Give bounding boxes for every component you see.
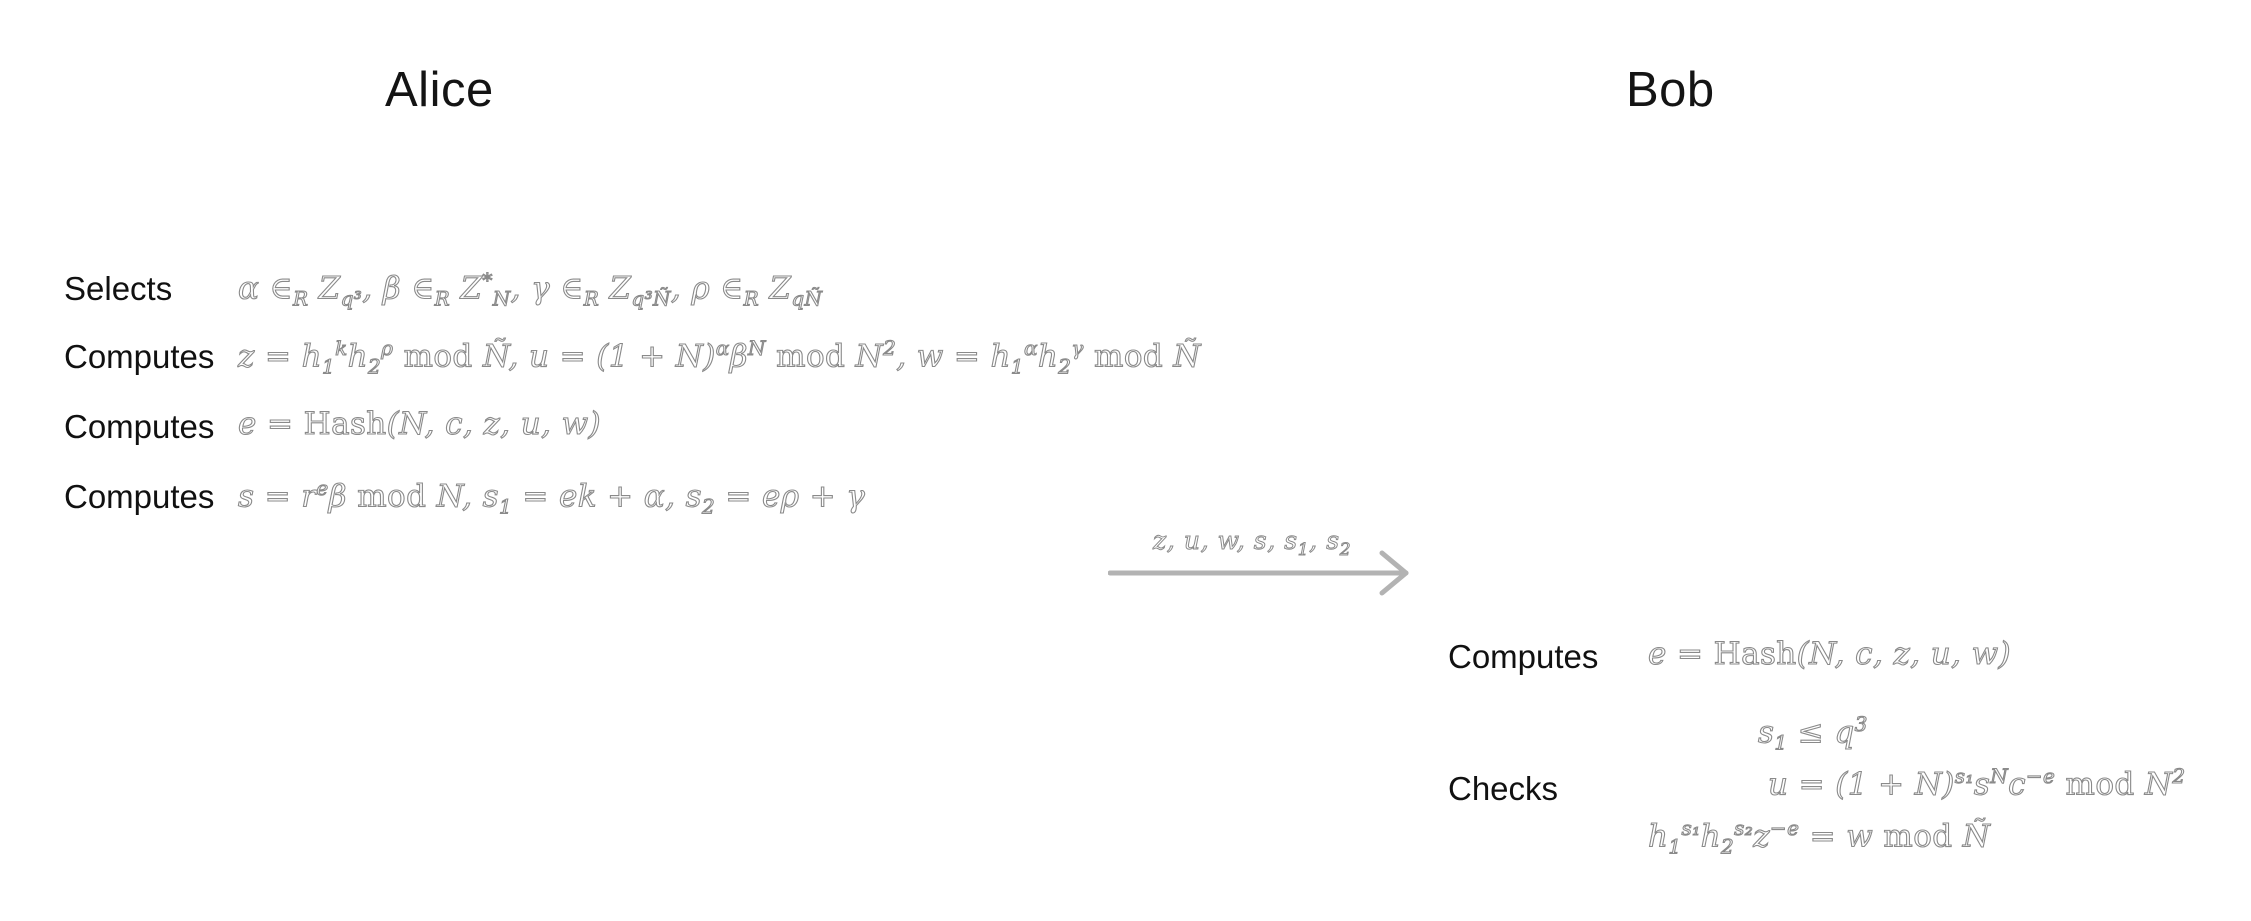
- alice-step-4-expr: s = reβ mod N, s1 = ek + α, s2 = eρ + γ: [237, 475, 866, 519]
- alice-step-1-expr: α ∈R Zq³, β ∈R Z*N, γ ∈R Zq³Ñ, ρ ∈R ZqÑ: [237, 267, 823, 311]
- bob-check-1: s1 ≤ q3: [1757, 711, 1868, 755]
- alice-step-3-expr: e = Hash(N, c, z, u, w): [237, 405, 601, 442]
- alice-header: Alice: [385, 63, 494, 117]
- alice-step-2-label: Computes: [64, 338, 215, 375]
- bob-step-2-label: Checks: [1448, 770, 1559, 807]
- alice-step-3-label: Computes: [64, 408, 215, 445]
- bob-check-3: h1s₁h2s₂z−e = w mod Ñ: [1647, 815, 1991, 859]
- message-arrow-icon: [1108, 550, 1409, 596]
- bob-header: Bob: [1626, 63, 1715, 117]
- bob-check-2: u = (1 + N)s₁sNc−e mod N2: [1767, 763, 2186, 803]
- alice-step-4-label: Computes: [64, 478, 215, 515]
- bob-step-1-expr: e = Hash(N, c, z, u, w): [1647, 635, 2011, 672]
- message-label: z, u, w, s, s1, s2: [1152, 526, 1352, 561]
- alice-step-1-label: Selects: [64, 270, 173, 307]
- bob-step-1-label: Computes: [1448, 638, 1599, 675]
- alice-step-2-expr: z = h1kh2ρ mod Ñ, u = (1 + N)αβN mod N2,…: [237, 335, 1201, 379]
